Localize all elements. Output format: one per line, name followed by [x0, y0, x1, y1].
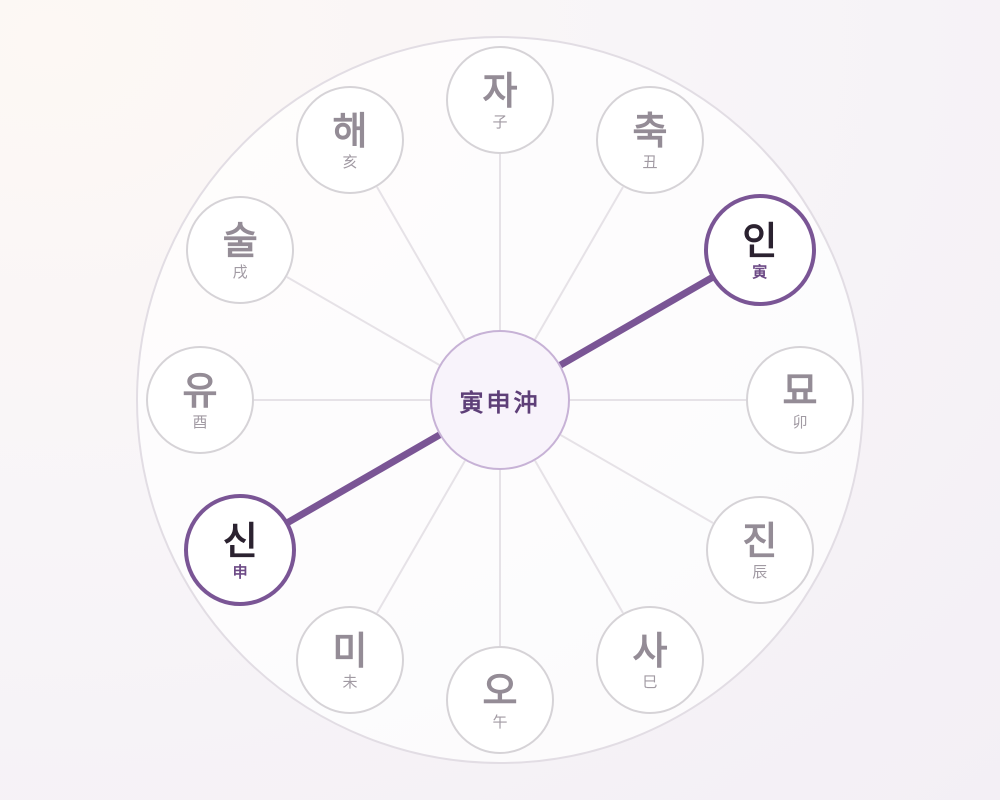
branch-korean-label: 묘 [782, 369, 818, 413]
branch-hanja-label: 酉 [192, 413, 208, 431]
branch-korean-label: 축 [632, 109, 668, 154]
branch-hanja-label: 卯 [792, 413, 808, 431]
branch-hanja-label: 巳 [642, 672, 658, 691]
spoke-sul [286, 276, 440, 366]
branch-hanja-label: 丑 [642, 153, 658, 172]
branch-korean-label: 신 [222, 519, 258, 563]
clash-line-in [555, 273, 717, 370]
spoke-chuk [534, 186, 624, 340]
clash-line-sin [283, 430, 445, 527]
branch-korean-label: 진 [742, 519, 778, 563]
center-node[interactable]: 寅申沖 [430, 330, 570, 470]
center-label: 寅申沖 [459, 388, 541, 417]
branch-hanja-label: 午 [492, 713, 508, 731]
branch-hanja-label: 亥 [342, 153, 358, 172]
branch-hanja-label: 子 [492, 113, 508, 131]
branch-korean-label: 자 [482, 69, 518, 113]
branch-hanja-label: 寅 [752, 263, 768, 281]
branch-korean-label: 해 [332, 109, 368, 154]
spoke-sa [534, 460, 624, 614]
clash-lines [283, 273, 717, 527]
spoke-jin [560, 434, 714, 524]
branch-korean-label: 사 [632, 628, 668, 673]
branch-hanja-label: 戌 [232, 263, 248, 281]
branch-korean-label: 미 [332, 628, 368, 673]
branch-korean-label: 유 [182, 369, 218, 413]
spoke-mi [376, 460, 466, 614]
branch-korean-label: 술 [222, 219, 258, 263]
branch-hanja-label: 未 [342, 672, 358, 691]
branch-korean-label: 인 [742, 219, 778, 263]
spoke-hae [376, 186, 466, 340]
branch-hanja-label: 申 [232, 563, 248, 581]
branch-korean-label: 오 [482, 669, 518, 713]
branch-hanja-label: 辰 [752, 563, 768, 581]
